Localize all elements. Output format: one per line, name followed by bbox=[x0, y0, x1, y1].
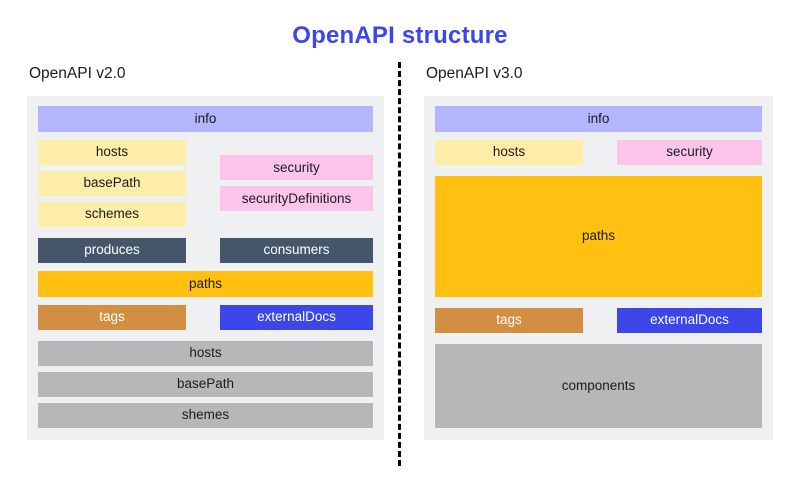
block-produces-v2[interactable]: produces bbox=[38, 237, 186, 263]
page-title: OpenAPI structure bbox=[292, 22, 508, 49]
openapi-v2-heading: OpenAPI v2.0 bbox=[29, 65, 126, 82]
openapi-v3-column: OpenAPI v3.0 info hosts security paths t… bbox=[424, 66, 773, 440]
openapi-v3-panel: info hosts security paths tags externalD… bbox=[424, 95, 773, 440]
v2-row-hosts-security: hosts basePath schemes security security… bbox=[38, 139, 373, 227]
block-hosts-v2[interactable]: hosts bbox=[38, 139, 186, 165]
block-securitydefinitions-v2[interactable]: securityDefinitions bbox=[220, 186, 373, 211]
v3-row-gap-1 bbox=[583, 140, 617, 165]
v3-row-hosts-security: hosts security bbox=[435, 139, 762, 165]
block-security-v3[interactable]: security bbox=[617, 139, 762, 165]
block-definitions-basepath-v2[interactable]: basePath bbox=[38, 371, 373, 397]
v2-left-stack: hosts basePath schemes bbox=[38, 139, 186, 227]
block-basepath-v2[interactable]: basePath bbox=[38, 170, 186, 196]
v3-row-tags-externaldocs: tags externalDocs bbox=[435, 307, 762, 333]
v2-right-stack: security securityDefinitions bbox=[220, 140, 373, 227]
block-externaldocs-v2[interactable]: externalDocs bbox=[220, 304, 373, 330]
block-externaldocs-v3[interactable]: externalDocs bbox=[617, 307, 762, 333]
block-info-v2[interactable]: info bbox=[38, 105, 373, 132]
v2-row-gap-2 bbox=[186, 305, 220, 330]
v2-row-tags-externaldocs: tags externalDocs bbox=[38, 304, 373, 330]
vertical-dashed-divider bbox=[398, 62, 401, 466]
v2-row-gap-1 bbox=[186, 238, 220, 263]
openapi-v2-column: OpenAPI v2.0 info hosts basePath schemes… bbox=[27, 66, 384, 440]
block-tags-v3[interactable]: tags bbox=[435, 307, 583, 333]
block-tags-v2[interactable]: tags bbox=[38, 304, 186, 330]
block-components-v3[interactable]: components bbox=[435, 343, 762, 428]
block-info-v3[interactable]: info bbox=[435, 105, 762, 132]
v2-column-gap bbox=[186, 140, 220, 227]
v3-row-gap-2 bbox=[583, 308, 617, 333]
block-definitions-hosts-v2[interactable]: hosts bbox=[38, 340, 373, 366]
block-paths-v2[interactable]: paths bbox=[38, 270, 373, 297]
block-paths-v3[interactable]: paths bbox=[435, 175, 762, 297]
block-security-v2[interactable]: security bbox=[220, 155, 373, 180]
v2-row-produces-consumers: produces consumers bbox=[38, 237, 373, 263]
block-hosts-v3[interactable]: hosts bbox=[435, 139, 583, 165]
block-schemes-v2[interactable]: schemes bbox=[38, 201, 186, 227]
block-definitions-shemes-v2[interactable]: shemes bbox=[38, 402, 373, 428]
openapi-v3-heading: OpenAPI v3.0 bbox=[426, 65, 523, 82]
openapi-v2-panel: info hosts basePath schemes security sec… bbox=[27, 95, 384, 440]
block-consumers-v2[interactable]: consumers bbox=[220, 237, 373, 263]
